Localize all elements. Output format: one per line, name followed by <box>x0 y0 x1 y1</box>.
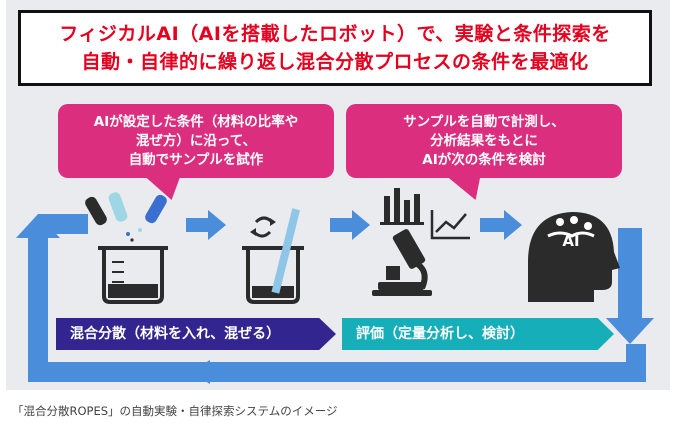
headline-box: フィジカルAI（AIを搭載したロボット）で、実験と条件探索を 自動・自律的に繰り… <box>18 10 652 86</box>
bubble-left-line-2: 混ぜ方）に沿って、 <box>135 132 257 149</box>
flow-arrow-2 <box>330 210 370 240</box>
test-tubes-icon <box>85 192 167 242</box>
line-chart-icon <box>430 210 470 240</box>
flow-arrow-3 <box>480 210 522 240</box>
bubble-left-line-1: AIが設定した条件（材料の比率や <box>93 113 299 130</box>
bar-chart-icon <box>380 188 424 225</box>
headline-line-2: 自動・自律的に繰り返し混合分散プロセスの条件を最適化 <box>81 51 589 73</box>
ai-head-icon <box>528 212 620 302</box>
stage-band-evaluation: 評価（定量分析し、検討） <box>342 318 614 350</box>
bubble-left-line-3: 自動でサンプルを試作 <box>128 151 264 168</box>
beaker-icon <box>98 246 168 304</box>
stage-band-mixing: 混合分散（材料を入れ、混ぜる） <box>56 318 336 350</box>
headline-line-1: フィジカルAI（AIを搭載したロボット）で、実験と条件探索を <box>59 23 611 45</box>
speech-bubble-right: サンプルを自動で計測し、 分析結果をもとに AIが次の条件を検討 <box>346 104 622 178</box>
loop-arrow <box>16 214 654 384</box>
flow-arrow-1 <box>186 210 226 240</box>
bubble-right-line-3: AIが次の条件を検討 <box>422 151 546 168</box>
ai-head-label: AI <box>562 232 580 250</box>
bubble-right-line-2: 分析結果をもとに <box>430 132 538 149</box>
microscope-icon <box>372 229 432 296</box>
figure-caption: 「混合分散ROPES」の自動実験・自律探索システムのイメージ <box>12 404 338 418</box>
bubble-right-line-1: サンプルを自動で計測し、 <box>403 113 565 130</box>
beaker-stir-icon <box>242 208 304 304</box>
speech-bubble-left: AIが設定した条件（材料の比率や 混ぜ方）に沿って、 自動でサンプルを試作 <box>58 104 334 178</box>
